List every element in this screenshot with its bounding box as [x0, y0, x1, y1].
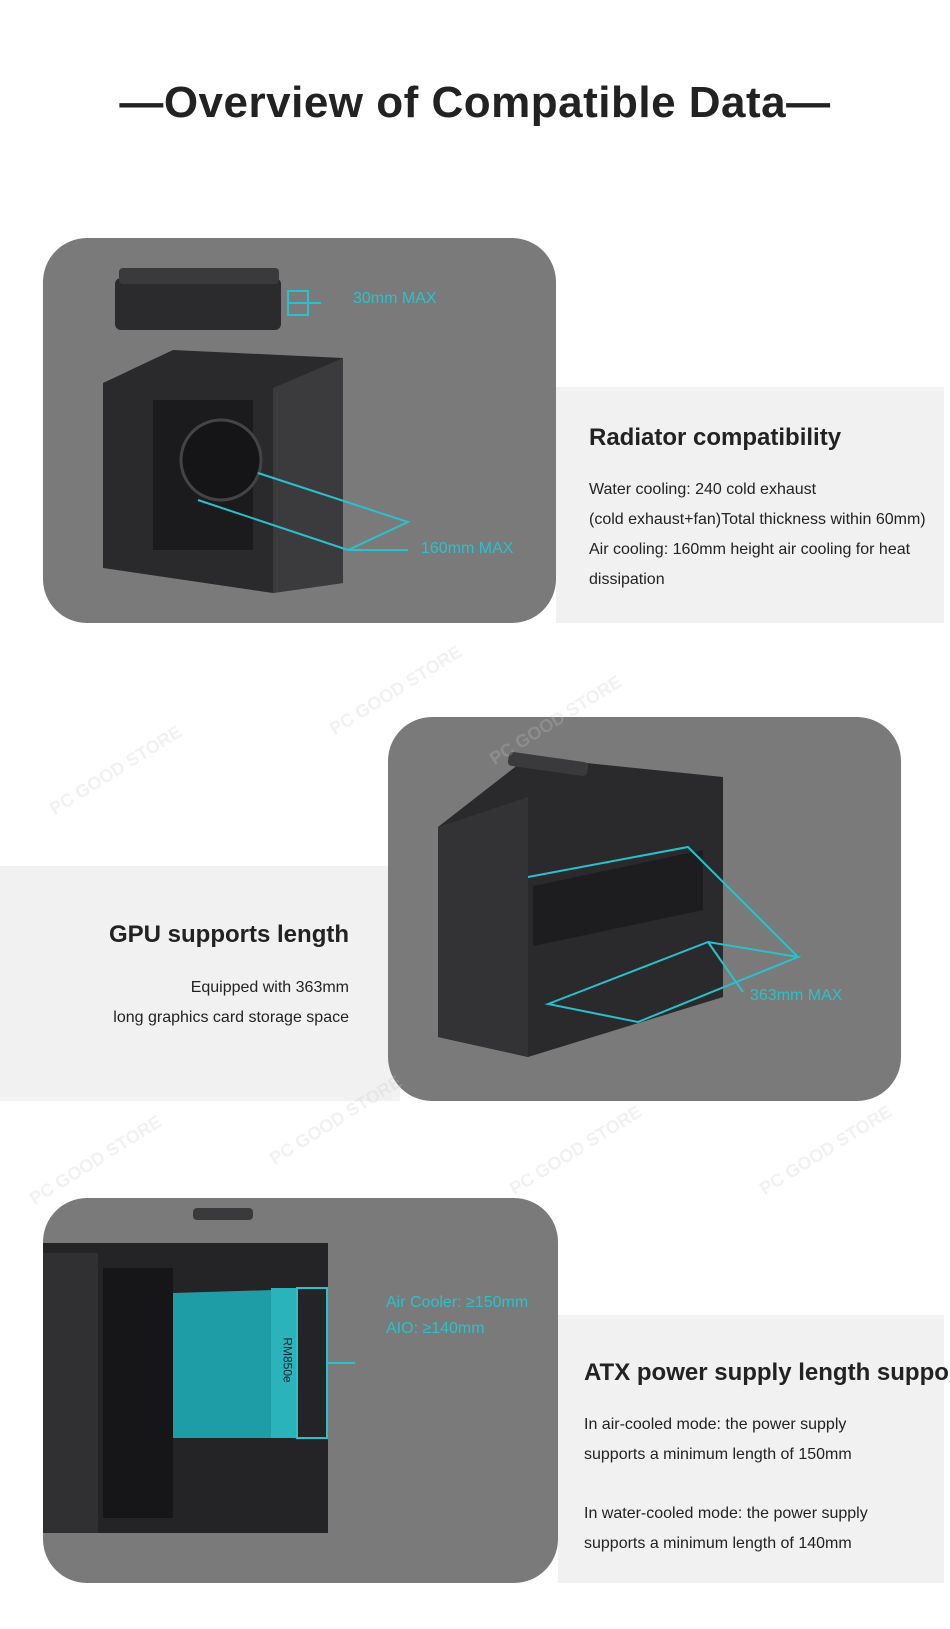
section-heading: Radiator compatibility	[589, 424, 842, 451]
page-title: —Overview of Compatible Data—	[119, 78, 831, 127]
section-text: dissipation	[589, 571, 665, 588]
height-label: 160mm MAX	[421, 540, 514, 557]
radiator-text-panel	[556, 387, 944, 623]
watermark: PC GOOD STORE	[45, 721, 186, 819]
radiator-case-image: 30mm MAX 160mm MAX	[43, 238, 556, 623]
psu-model-label: RM850e	[280, 1337, 295, 1383]
thickness-label: 30mm MAX	[353, 290, 437, 307]
gpu-case-image: 363mm MAX	[388, 717, 901, 1101]
section-text: In air-cooled mode: the power supply	[584, 1416, 847, 1433]
gpu-text-panel	[0, 866, 400, 1101]
section-text: In water-cooled mode: the power supply	[584, 1505, 868, 1522]
radiator-illustration	[103, 268, 411, 593]
section-text: Water cooling: 240 cold exhaust	[589, 481, 817, 498]
gpu-length-label: 363mm MAX	[750, 987, 843, 1004]
watermark: PC GOOD STORE	[755, 1101, 896, 1199]
psu-text-panel	[558, 1315, 944, 1583]
watermark: PC GOOD STORE	[25, 1111, 166, 1209]
section-text: (cold exhaust+fan)Total thickness within…	[589, 511, 926, 528]
section-heading: ATX power supply length support	[584, 1359, 950, 1386]
section-text: Air cooling: 160mm height air cooling fo…	[589, 541, 911, 558]
section-text: supports a minimum length of 140mm	[584, 1535, 852, 1552]
section-heading: GPU supports length	[109, 921, 349, 948]
section-text: supports a minimum length of 150mm	[584, 1446, 852, 1463]
air-cooler-label: Air Cooler: ≥150mm	[386, 1294, 529, 1311]
watermark: PC GOOD STORE	[505, 1101, 646, 1199]
aio-label: AIO: ≥140mm	[386, 1320, 485, 1337]
psu-illustration	[43, 1208, 355, 1533]
psu-case-image: RM850e Air Cooler: ≥150mm AIO: ≥140mm	[43, 1198, 558, 1583]
section-text: Equipped with 363mm	[190, 979, 349, 996]
section-text: long graphics card storage space	[113, 1009, 349, 1026]
gpu-illustration	[438, 752, 802, 1057]
